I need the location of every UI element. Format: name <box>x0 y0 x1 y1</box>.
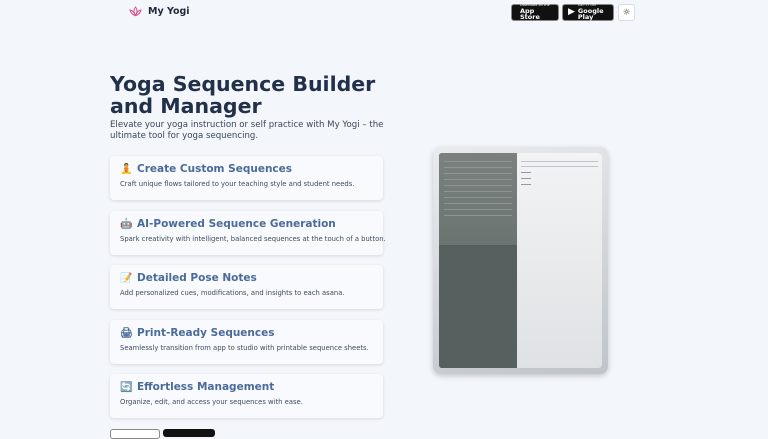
memo-icon: 📝 <box>120 273 133 284</box>
page-title: Yoga Sequence Builder and Manager <box>110 72 376 118</box>
screen-content <box>517 153 602 368</box>
refresh-icon: 🔄 <box>120 382 133 393</box>
yoga-icon: 🧘 <box>120 164 133 175</box>
feature-title: AI-Powered Sequence Generation <box>137 218 336 230</box>
cta-button-secondary[interactable] <box>110 429 160 439</box>
app-store-label: App Store <box>520 6 540 22</box>
feature-description: Spark creativity with intelligent, balan… <box>120 235 386 243</box>
robot-icon: 🤖 <box>120 219 133 230</box>
feature-title: Create Custom Sequences <box>137 163 293 175</box>
logo[interactable]: My Yogi <box>128 5 190 18</box>
store-buttons: Download on the App Store ▶ GET IT ON Go… <box>511 4 614 21</box>
app-store-small-label: Download on the <box>520 3 550 8</box>
feature-title: Detailed Pose Notes <box>137 272 257 284</box>
feature-card-ai-generation: 🤖 AI-Powered Sequence Generation Spark c… <box>110 211 386 255</box>
google-play-small-label: GET IT ON <box>577 3 596 8</box>
feature-description: Add personalized cues, modifications, an… <box>120 289 345 297</box>
cta-button-primary[interactable] <box>163 429 215 437</box>
feature-card-print-ready: 🖨 Print-Ready Sequences Seamlessly trans… <box>110 320 383 364</box>
feature-description: Organize, edit, and access your sequence… <box>120 398 303 406</box>
hero-subtitle: Elevate your yoga instruction or self pr… <box>110 120 384 141</box>
tablet-mockup-image <box>433 147 608 374</box>
google-play-button[interactable]: ▶ GET IT ON Google Play <box>562 4 614 21</box>
sun-icon: ☼ <box>622 7 631 18</box>
feature-card-custom-sequences: 🧘 Create Custom Sequences Craft unique f… <box>110 156 383 200</box>
printer-icon: 🖨 <box>120 328 133 339</box>
logo-text: My Yogi <box>148 6 190 17</box>
feature-description: Craft unique flows tailored to your teac… <box>120 180 355 188</box>
play-icon: ▶ <box>568 7 575 17</box>
feature-title: Effortless Management <box>137 381 275 393</box>
feature-description: Seamlessly transition from app to studio… <box>120 344 369 352</box>
lotus-icon <box>129 6 142 17</box>
screen-sidebar <box>439 153 517 368</box>
feature-card-pose-notes: 📝 Detailed Pose Notes Add personalized c… <box>110 265 383 309</box>
google-play-label: Google Play <box>577 6 604 22</box>
app-store-button[interactable]: Download on the App Store <box>511 4 559 21</box>
theme-toggle-button[interactable]: ☼ <box>618 4 635 21</box>
tablet-screen <box>439 153 602 368</box>
feature-card-management: 🔄 Effortless Management Organize, edit, … <box>110 374 383 418</box>
feature-title: Print-Ready Sequences <box>137 327 275 339</box>
